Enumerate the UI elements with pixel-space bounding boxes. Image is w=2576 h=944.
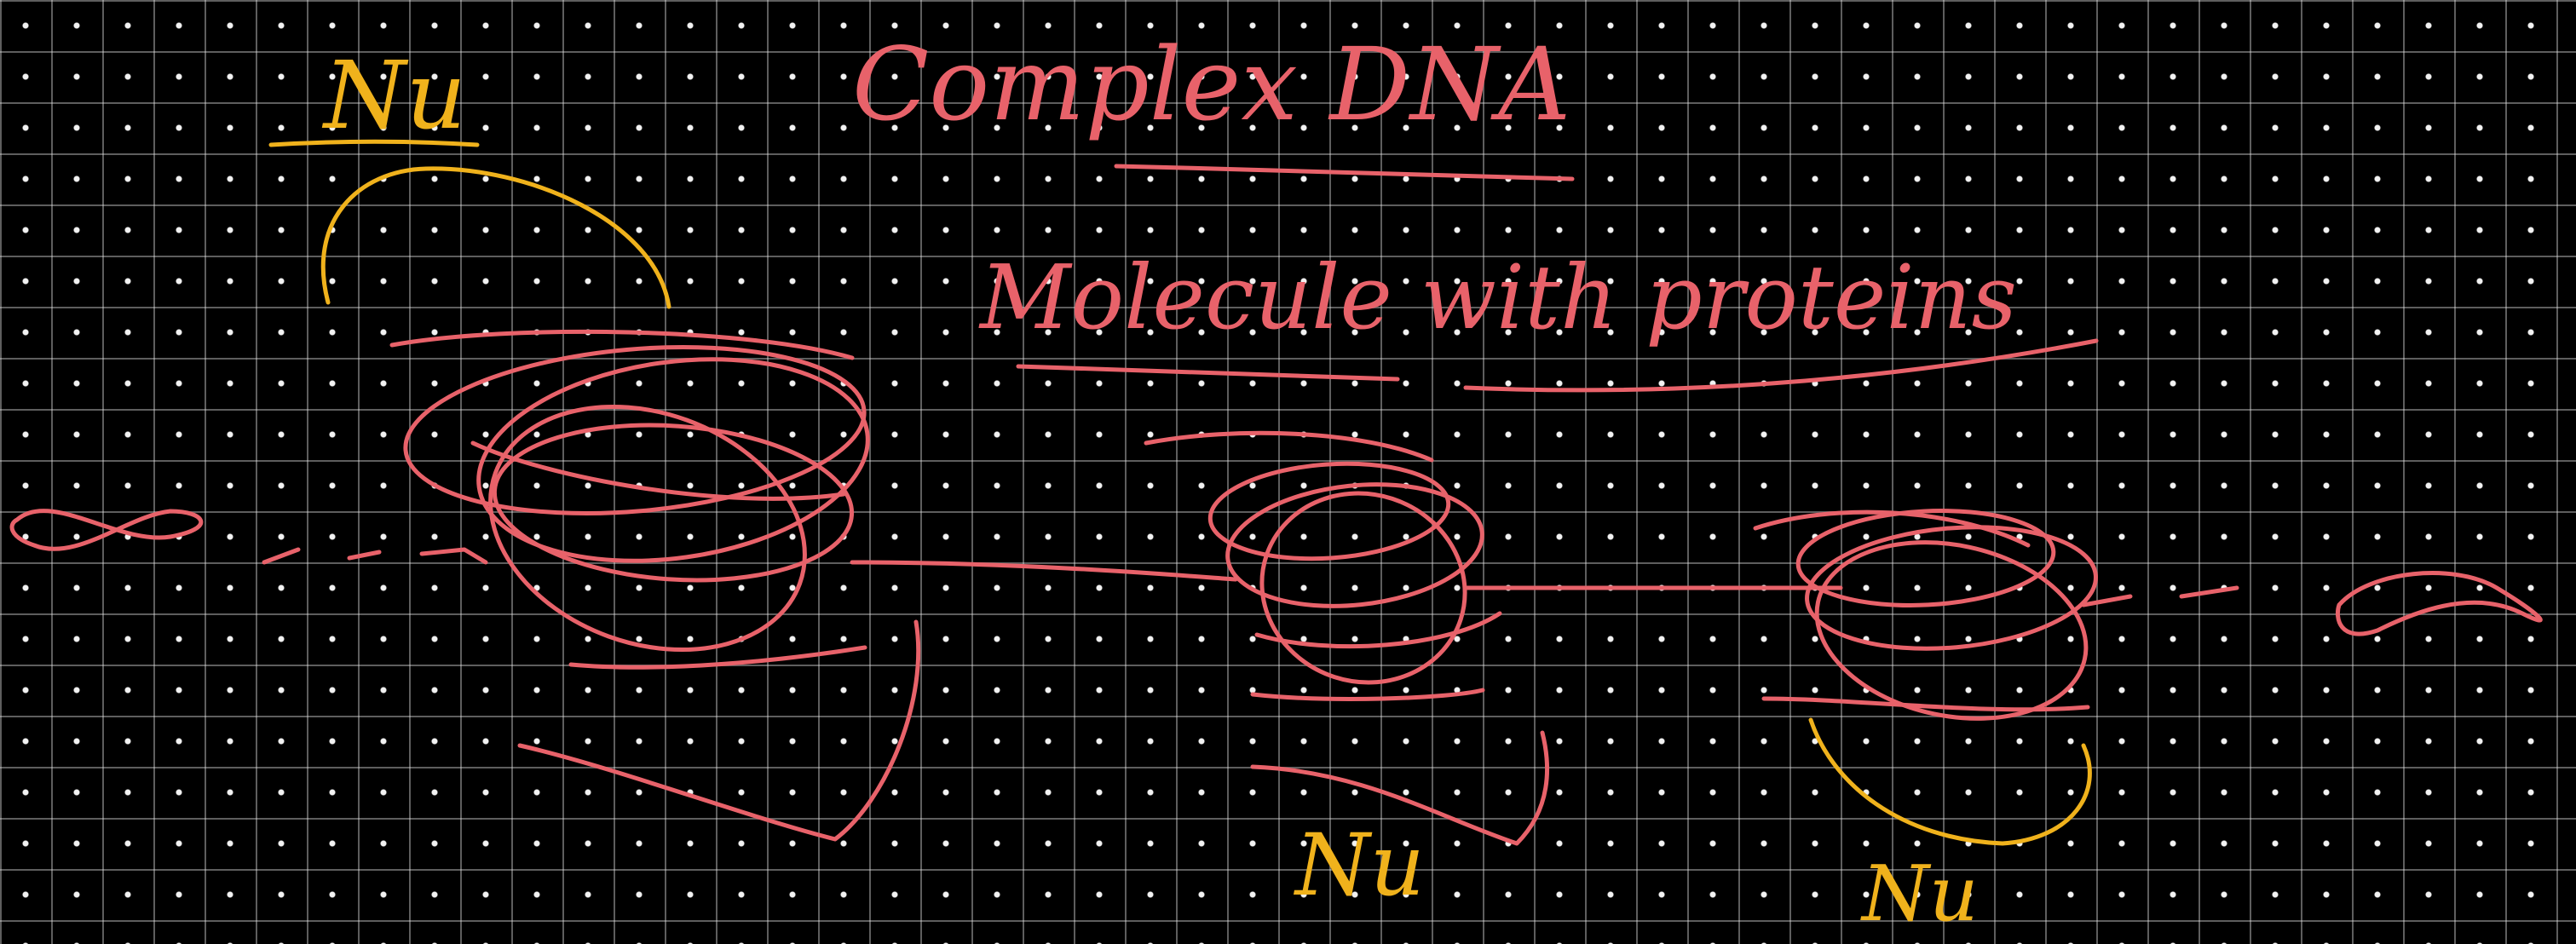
nucleosome-coil-3 [1753, 509, 2098, 721]
subtitle-underline-2 [1463, 338, 2099, 393]
subtitle-underline-1 [1016, 364, 1400, 382]
title-underline [1114, 164, 1575, 181]
nucleosome-label-3: Nu [1860, 849, 1979, 939]
dna-dash-4 [2081, 594, 2133, 607]
nucleosome-coil-2 [1144, 430, 1550, 846]
dna-end-loop-left [9, 509, 204, 551]
dna-dash-3 [419, 547, 488, 565]
nucleosome-label-2: Nu [1294, 815, 1425, 915]
linker-dna-1 [850, 560, 1238, 582]
protein-arc-1 [320, 166, 671, 309]
protein-arc-3 [1808, 717, 2092, 846]
title-line-2: Molecule with proteins [978, 245, 2017, 349]
dna-dash-1 [262, 547, 301, 565]
dna-end-loop-right [2335, 571, 2543, 636]
dna-dash-2 [347, 550, 382, 561]
nucleosome-coil-1 [389, 329, 921, 842]
title-line-1: Complex DNA [852, 26, 1570, 143]
nucleosome-label-1: Nu [321, 41, 466, 150]
nu-label-underline [268, 139, 480, 147]
dna-dash-5 [2179, 585, 2239, 599]
